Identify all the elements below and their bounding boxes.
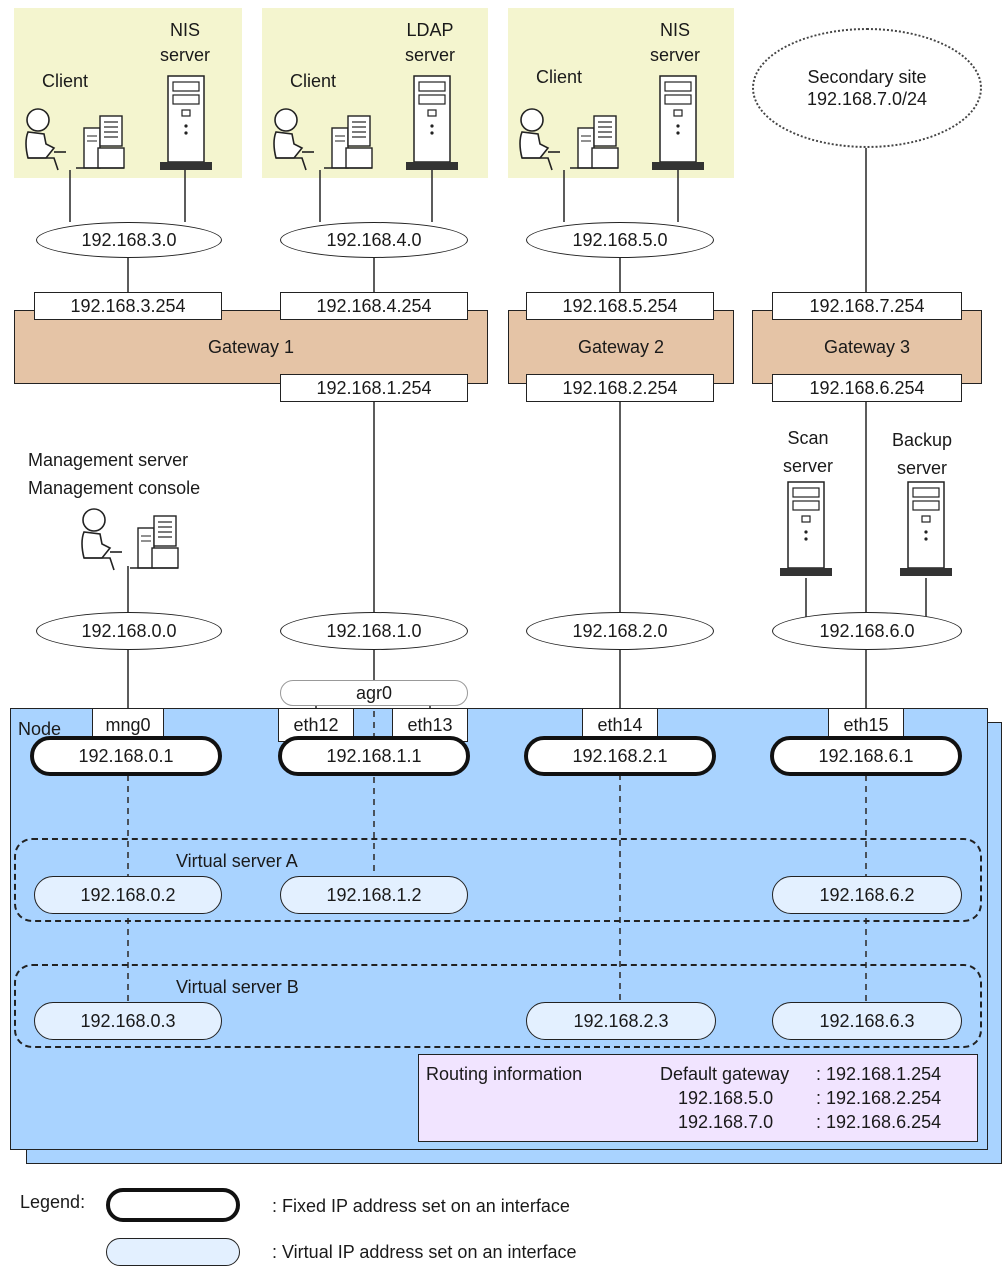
fixed-ip: 192.168.6.1 <box>770 736 962 776</box>
legend-title: Legend: <box>20 1192 86 1212</box>
computer-icon <box>129 515 179 569</box>
legend-fixed-swatch <box>106 1188 240 1222</box>
gateway-1 <box>14 310 488 384</box>
gateway-interface: 192.168.7.254 <box>772 292 962 320</box>
fixed-ip: 192.168.1.1 <box>278 736 470 776</box>
routing-dest: 192.168.5.0 <box>678 1088 774 1108</box>
person-icon <box>81 508 123 571</box>
gateway-3-label: Gateway 3 <box>823 337 911 357</box>
routing-gateway: : 192.168.6.254 <box>816 1112 942 1132</box>
computer-icon <box>75 115 125 169</box>
gateway-interface: 192.168.1.254 <box>280 374 468 402</box>
secondary-site-label: Secondary site 192.168.7.0/24 <box>806 67 928 109</box>
gateway-interface: 192.168.5.254 <box>526 292 714 320</box>
fixed-ip: 192.168.2.1 <box>524 736 716 776</box>
agr0-pill: agr0 <box>280 680 468 706</box>
backup-server-label: Backup server <box>891 430 953 478</box>
management-label: Management server Management console <box>28 450 201 498</box>
network-ellipse: 192.168.0.0 <box>36 612 222 650</box>
gateway-interface: 192.168.6.254 <box>772 374 962 402</box>
network-ellipse: 192.168.3.0 <box>36 222 222 258</box>
client-label: Client <box>290 71 337 91</box>
backup-server-icon <box>899 481 953 577</box>
routing-gateway: : 192.168.1.254 <box>816 1064 942 1084</box>
virtual-ip: 192.168.0.3 <box>34 1002 222 1040</box>
legend-fixed-text: : Fixed IP address set on an interface <box>272 1196 570 1216</box>
routing-info-title: Routing information <box>426 1064 583 1084</box>
gateway-interface: 192.168.2.254 <box>526 374 714 402</box>
gateway-interface: 192.168.4.254 <box>280 292 468 320</box>
network-ellipse: 192.168.6.0 <box>772 612 962 650</box>
routing-gateway: : 192.168.2.254 <box>816 1088 942 1108</box>
client-label: Client <box>42 71 89 91</box>
server-icon <box>159 75 213 171</box>
computer-icon <box>569 115 619 169</box>
routing-info-box <box>418 1054 978 1142</box>
server-label: NIS server <box>159 20 210 65</box>
routing-dest: 192.168.7.0 <box>678 1112 774 1132</box>
server-icon <box>651 75 705 171</box>
node-label: Node <box>18 719 62 739</box>
person-icon <box>519 108 561 171</box>
server-label: LDAP server <box>404 20 455 65</box>
virtual-server-b-label: Virtual server B <box>176 977 299 997</box>
virtual-ip: 192.168.6.2 <box>772 876 962 914</box>
legend-virtual-text: : Virtual IP address set on an interface <box>272 1242 577 1262</box>
gateway-1-label: Gateway 1 <box>207 337 295 357</box>
network-ellipse: 192.168.1.0 <box>280 612 468 650</box>
person-icon <box>273 108 315 171</box>
client-label: Client <box>536 67 583 87</box>
agr0-label: agr0 <box>355 682 393 703</box>
person-icon <box>25 108 67 171</box>
routing-dest: Default gateway <box>660 1064 790 1084</box>
legend-virtual-swatch <box>106 1238 240 1266</box>
scan-server-icon <box>779 481 833 577</box>
network-ellipse: 192.168.5.0 <box>526 222 714 258</box>
network-ellipse: 192.168.2.0 <box>526 612 714 650</box>
virtual-ip: 192.168.2.3 <box>526 1002 716 1040</box>
server-label: NIS server <box>649 20 700 65</box>
virtual-server-b-group <box>14 964 982 1048</box>
gateway-2-label: Gateway 2 <box>577 337 665 357</box>
gateway-2 <box>508 310 734 384</box>
virtual-ip: 192.168.6.3 <box>772 1002 962 1040</box>
computer-icon <box>323 115 373 169</box>
virtual-ip: 192.168.0.2 <box>34 876 222 914</box>
server-icon <box>405 75 459 171</box>
secondary-site-cloud <box>752 28 982 148</box>
fixed-ip: 192.168.0.1 <box>30 736 222 776</box>
virtual-server-a-group <box>14 838 982 922</box>
virtual-server-a-label: Virtual server A <box>176 851 298 871</box>
scan-server-label: Scan server <box>782 428 833 476</box>
network-ellipse: 192.168.4.0 <box>280 222 468 258</box>
gateway-interface: 192.168.3.254 <box>34 292 222 320</box>
virtual-ip: 192.168.1.2 <box>280 876 468 914</box>
